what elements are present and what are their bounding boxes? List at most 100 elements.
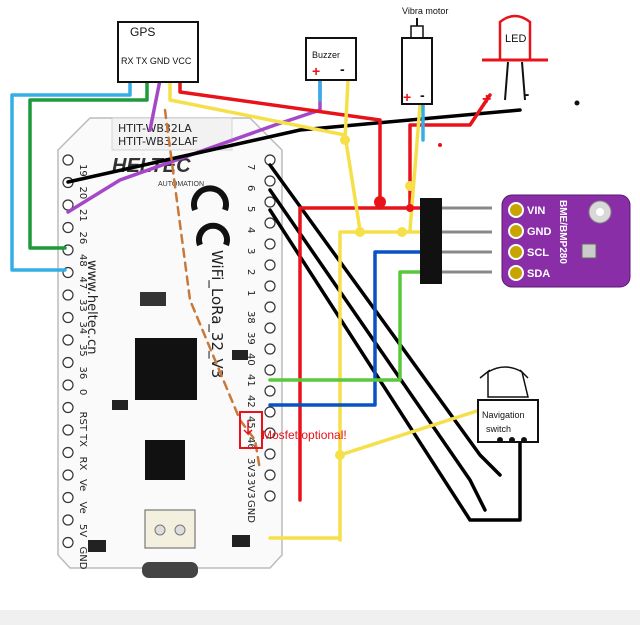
right-pin <box>264 196 276 208</box>
board-site: www.heltec.cn <box>84 260 99 354</box>
right-pin-label: 5 <box>245 206 256 212</box>
right-pin <box>264 217 276 229</box>
right-pin <box>264 385 276 397</box>
left-pin-label: 35 <box>77 344 88 357</box>
battery-connector <box>144 509 196 549</box>
bme-pin-label-sda: SDA <box>527 268 550 280</box>
right-pin-label: 41 <box>245 374 256 387</box>
left-pin-label: 26 <box>77 232 88 245</box>
left-pin <box>62 401 74 414</box>
board-model-1: HTIT-WB32LA <box>118 122 192 135</box>
bme-pin-label-gnd: GND <box>527 226 552 238</box>
wire-yellow-buzzer <box>343 78 350 142</box>
left-pin-label: 48 <box>77 254 88 267</box>
nav-label-2: switch <box>486 424 511 434</box>
bme-pin-label-vin: VIN <box>527 205 545 217</box>
mosfet-note: Mosfet optional! <box>239 411 347 449</box>
right-pin-label: 39 <box>245 332 256 345</box>
board-name: WiFi_LoRa_32_V3 <box>207 250 226 378</box>
left-pin <box>62 356 74 369</box>
vibra-plus: + <box>403 89 411 105</box>
bme-pin-vin <box>508 202 524 218</box>
left-pin-label: Ve <box>77 479 88 491</box>
buzzer-label: Buzzer <box>312 50 340 60</box>
left-pin <box>62 514 74 526</box>
wire-red-led <box>408 93 492 210</box>
board-brand-sub: AUTOMATION <box>158 181 204 188</box>
right-pin <box>264 259 276 271</box>
led-module: LED + - <box>482 14 580 108</box>
right-pin <box>264 301 276 313</box>
left-pin-label: 20 <box>77 187 88 200</box>
right-pin-label: 6 <box>245 185 256 191</box>
right-pin-label: GND <box>245 500 256 523</box>
buzzer-plus: + <box>312 63 320 79</box>
right-pin <box>264 343 276 355</box>
led-label: LED <box>505 33 526 45</box>
gps-pins: RX TX GND VCC <box>121 56 192 66</box>
wire-gps-rx <box>10 78 132 272</box>
wire-gps-tx <box>28 78 149 250</box>
right-pin <box>264 238 276 250</box>
heltec-board: HTIT-WB32LA HTIT-WB32LAF HELTEC AUTOMATI… <box>57 117 283 578</box>
right-pin-label: 3V3 <box>245 479 256 499</box>
left-pin-label: 5V <box>77 524 88 537</box>
right-pin-label: 38 <box>245 311 256 324</box>
wire-blue-scl <box>268 250 432 407</box>
right-pin <box>264 406 276 418</box>
right-pin-label: 3V3 <box>245 458 256 478</box>
bottom-bar <box>0 610 640 625</box>
right-pin-label: 4 <box>245 227 256 233</box>
left-pin <box>62 446 74 459</box>
right-pin-label: 40 <box>245 353 256 366</box>
navigation-switch: Navigation switch <box>477 366 539 443</box>
usb-c-port <box>142 562 198 578</box>
left-pin-label: 33 <box>77 299 88 312</box>
led-plus: + <box>482 91 491 108</box>
left-pin <box>62 491 74 504</box>
left-pin <box>62 154 74 166</box>
left-pin <box>62 221 74 234</box>
left-pin-label: 19 <box>77 164 88 177</box>
left-pin <box>62 424 74 436</box>
left-pin-label: 0 <box>77 389 88 395</box>
vibra-minus: - <box>420 87 425 103</box>
pin-header-4 <box>420 198 492 284</box>
left-pin-label: GND <box>77 547 88 570</box>
bme-pin-scl <box>508 244 524 260</box>
right-pin-label: 1 <box>245 290 256 296</box>
bme280-board: VIN GND SCL SDA BME/BMP280 <box>501 194 631 288</box>
left-pin <box>62 536 74 549</box>
bme-pin-label-scl: SCL <box>527 247 549 259</box>
bme-chip-label: BME/BMP280 <box>557 200 568 264</box>
right-pin <box>264 175 276 187</box>
wire-yellow-nav <box>338 408 482 457</box>
bme-pin-gnd <box>508 223 524 239</box>
nav-label-1: Navigation <box>482 410 525 420</box>
right-pin-label: 46 <box>245 437 256 450</box>
right-pin <box>264 280 276 292</box>
left-pin-label: 21 <box>77 209 88 222</box>
buzzer-module: Buzzer + - <box>305 37 357 81</box>
wire-green-sda <box>268 270 432 382</box>
vibra-motor: Vibra motor + - <box>401 6 448 105</box>
left-pin <box>62 311 74 324</box>
left-pin <box>62 469 74 481</box>
smd-part-2 <box>232 350 248 360</box>
junctions <box>335 135 442 460</box>
right-pin-label: 3 <box>245 248 256 254</box>
right-pin <box>264 490 276 502</box>
wire-black-nav-3 <box>268 208 522 522</box>
right-pin <box>264 322 276 334</box>
led-minus: - <box>524 86 529 103</box>
right-pin-label: 45 <box>245 416 256 429</box>
smd-part-3 <box>88 540 106 552</box>
left-pin <box>62 289 74 301</box>
right-pin-label: 42 <box>245 395 256 408</box>
wires <box>10 78 522 542</box>
mosfet-text: Mosfet optional! <box>262 428 347 442</box>
wire-red-bus <box>298 206 432 502</box>
wire-gps-gnd <box>148 78 162 132</box>
